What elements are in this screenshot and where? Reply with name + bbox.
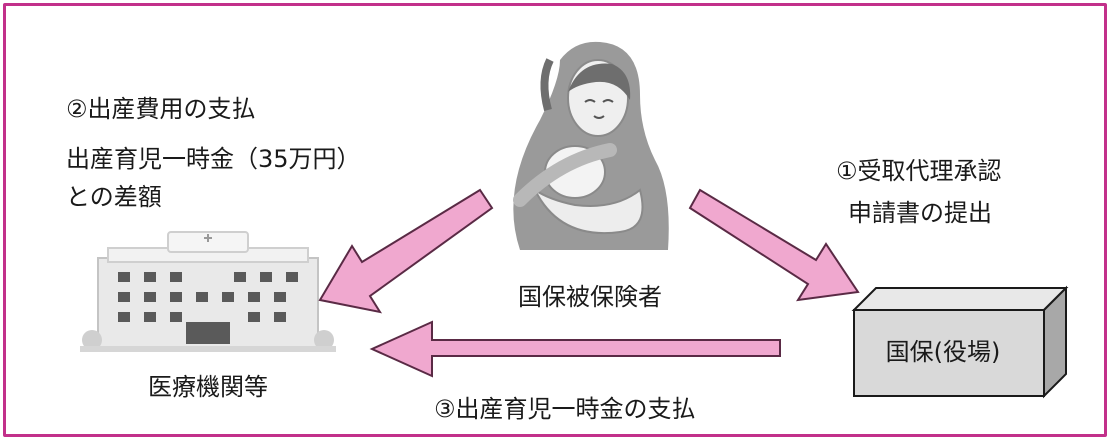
office-label: 国保(役場) <box>885 338 1001 366</box>
diagram-frame <box>3 3 1107 437</box>
application-note-line1: ①受取代理承認 <box>836 157 1002 185</box>
application-note-line2: 申請書の提出 <box>848 199 992 227</box>
payment-note-line2: 出産育児一時金（35万円） <box>66 145 361 173</box>
payment-arrow-to-hospital <box>318 188 494 314</box>
hospital-building-icon <box>80 231 336 352</box>
lump-sum-payment-label: ③出産育児一時金の支払 <box>434 395 696 423</box>
application-arrow-to-office <box>688 188 860 302</box>
payment-note-line3: との差額 <box>66 183 162 211</box>
lump-sum-arrow-to-hospital <box>369 320 781 378</box>
office-box-icon <box>851 285 1069 399</box>
mother-with-baby-icon <box>513 41 669 251</box>
hospital-label: 医療機関等 <box>148 373 268 401</box>
insured-person-label: 国保被保険者 <box>518 283 662 311</box>
payment-note-line1: ②出産費用の支払 <box>66 95 256 123</box>
